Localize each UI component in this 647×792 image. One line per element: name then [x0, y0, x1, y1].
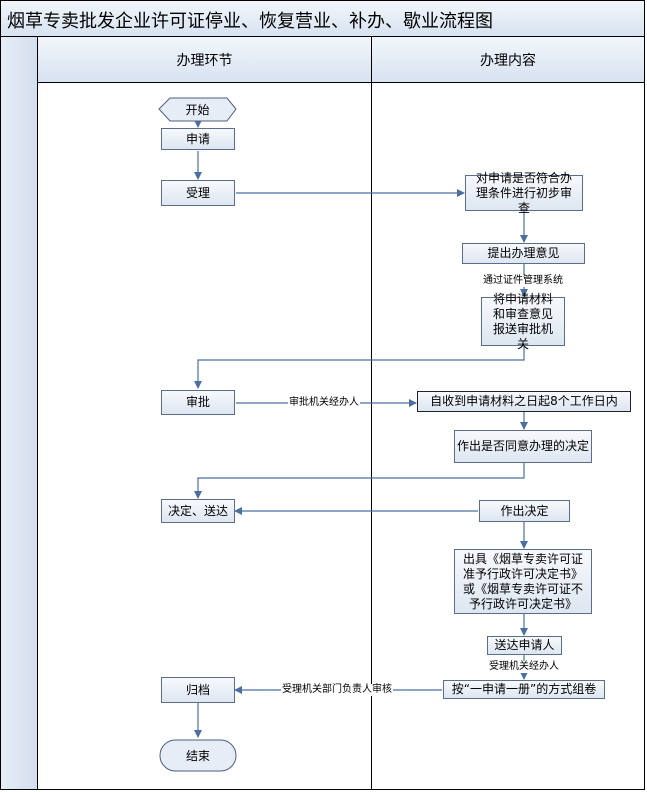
title-bar: 烟草专卖批发企业许可证停业、恢复营业、补办、歇业流程图: [1, 1, 644, 37]
end-label: 结束: [185, 749, 210, 763]
edge-agree-decide: [194, 463, 525, 499]
node-deliver-applicant: 送达申请人: [487, 636, 562, 655]
label-dept-head: 受理机关部门负责人审核: [281, 684, 393, 696]
node-review: 对申请是否符合办理条件进行初步审查: [465, 171, 583, 215]
node-opinion: 提出办理意见: [462, 243, 585, 264]
label-via-system: 通过证件管理系统: [482, 275, 564, 287]
start-terminator: [158, 97, 237, 122]
page-title: 烟草专卖批发企业许可证停业、恢复营业、补办、歇业流程图: [7, 11, 493, 32]
label-approver: 审批机关经办人: [288, 397, 360, 409]
node-deadline: 自收到申请材料之日起8个工作日内: [417, 391, 631, 412]
label-accept-handler: 受理机关经办人: [488, 661, 560, 673]
start-label: 开始: [185, 103, 210, 117]
node-apply: 申请: [161, 128, 235, 150]
node-accept: 受理: [161, 180, 235, 206]
end-terminator: [159, 739, 237, 772]
node-make-decision: 作出决定: [479, 500, 570, 522]
node-submit: 将申请材料和审查意见报送审批机关: [481, 292, 565, 351]
column-divider: [371, 37, 372, 789]
node-approve: 审批: [161, 390, 235, 415]
left-strip: [1, 37, 38, 789]
node-archive: 归档: [161, 677, 235, 703]
column-header-content: 办理内容: [372, 37, 644, 83]
edge-submit-approve: [194, 346, 525, 389]
node-file: 按“一申请一册”的方式组卷: [443, 680, 605, 699]
column-header-steps: 办理环节: [38, 37, 371, 83]
node-issue: 出具《烟草专卖许可证准予行政许可决定书》或《烟草专卖许可证不予行政许可决定书》: [454, 549, 592, 614]
node-decide-deliver: 决定、送达: [161, 499, 235, 523]
node-agree: 作出是否同意办理的决定: [454, 430, 592, 463]
